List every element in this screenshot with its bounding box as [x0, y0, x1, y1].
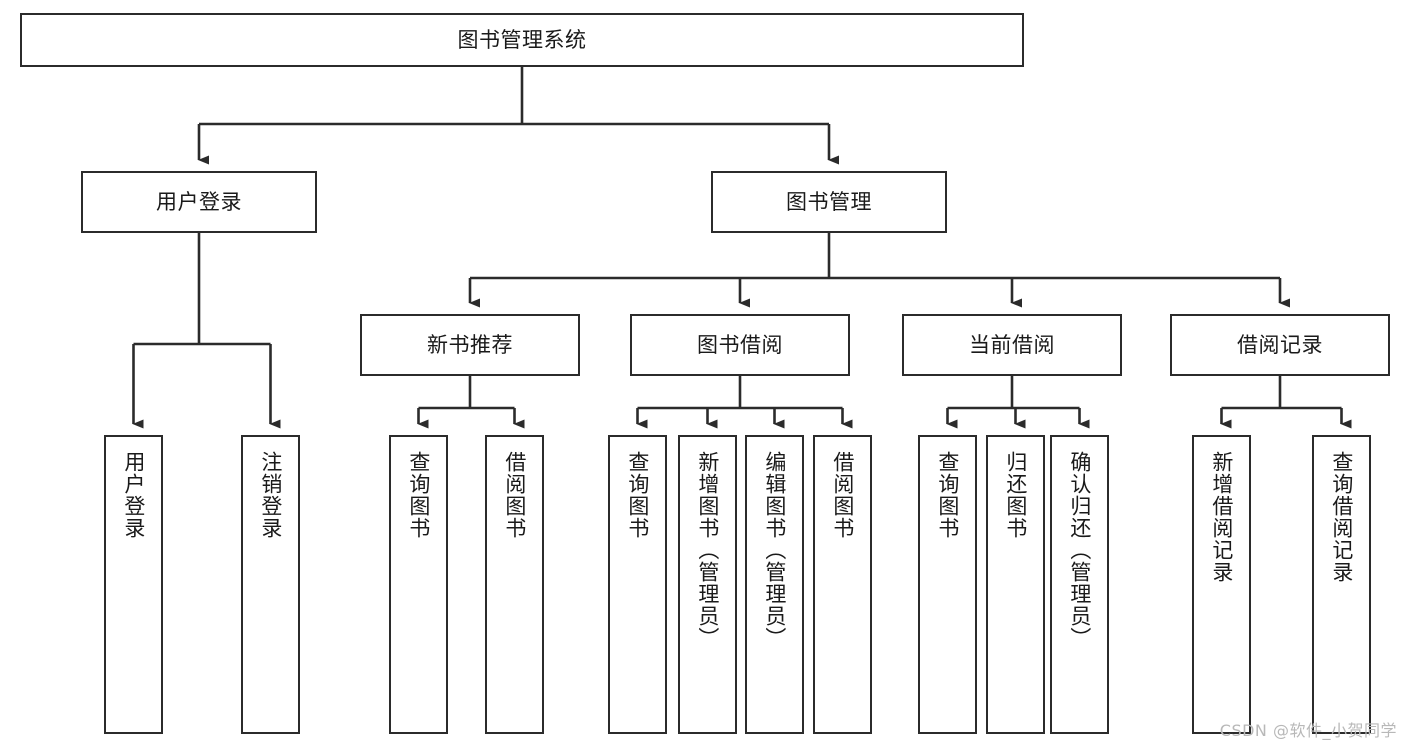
- node-root-label: 图书管理系统: [457, 27, 587, 52]
- node-leaf-user-login[interactable]: 用户登录: [104, 435, 163, 734]
- node-new-book-recommendation-label: 新书推荐: [427, 332, 513, 357]
- node-leaf-logout[interactable]: 注销登录: [241, 435, 300, 734]
- node-leaf-query-book-2-label: 查询图书: [625, 451, 650, 539]
- node-leaf-add-record-label: 新增借阅记录: [1209, 451, 1234, 583]
- node-root[interactable]: 图书管理系统: [20, 13, 1024, 67]
- node-leaf-logout-label: 注销登录: [258, 451, 283, 539]
- node-book-borrowing-label: 图书借阅: [697, 332, 783, 357]
- node-leaf-add-record[interactable]: 新增借阅记录: [1192, 435, 1251, 734]
- node-book-borrowing[interactable]: 图书借阅: [630, 314, 850, 376]
- node-leaf-confirm-return[interactable]: 确认归还（管理员）: [1050, 435, 1109, 734]
- node-borrowing-record[interactable]: 借阅记录: [1170, 314, 1390, 376]
- node-leaf-confirm-return-label: 确认归还（管理员）: [1067, 451, 1092, 649]
- node-leaf-add-book[interactable]: 新增图书（管理员）: [678, 435, 737, 734]
- node-user-login-label: 用户登录: [156, 189, 242, 214]
- node-leaf-return-book[interactable]: 归还图书: [986, 435, 1045, 734]
- node-current-borrowing-label: 当前借阅: [969, 332, 1055, 357]
- node-leaf-query-book-2[interactable]: 查询图书: [608, 435, 667, 734]
- node-current-borrowing[interactable]: 当前借阅: [902, 314, 1122, 376]
- node-leaf-query-book-3-label: 查询图书: [935, 451, 960, 539]
- node-new-book-recommendation[interactable]: 新书推荐: [360, 314, 580, 376]
- node-user-login[interactable]: 用户登录: [81, 171, 317, 233]
- node-leaf-borrow-book-1[interactable]: 借阅图书: [485, 435, 544, 734]
- node-leaf-edit-book[interactable]: 编辑图书（管理员）: [745, 435, 804, 734]
- node-leaf-query-record[interactable]: 查询借阅记录: [1312, 435, 1371, 734]
- node-leaf-query-book-1[interactable]: 查询图书: [389, 435, 448, 734]
- edges: [132, 67, 1352, 429]
- node-leaf-query-book-1-label: 查询图书: [406, 451, 431, 539]
- node-leaf-return-book-label: 归还图书: [1003, 451, 1028, 539]
- node-book-management[interactable]: 图书管理: [711, 171, 947, 233]
- node-leaf-borrow-book-2-label: 借阅图书: [830, 451, 855, 539]
- node-borrowing-record-label: 借阅记录: [1237, 332, 1323, 357]
- node-leaf-add-book-label: 新增图书（管理员）: [695, 451, 720, 649]
- node-leaf-user-login-label: 用户登录: [121, 451, 146, 539]
- node-book-management-label: 图书管理: [786, 189, 872, 214]
- node-leaf-borrow-book-1-label: 借阅图书: [502, 451, 527, 539]
- node-leaf-borrow-book-2[interactable]: 借阅图书: [813, 435, 872, 734]
- node-leaf-query-book-3[interactable]: 查询图书: [918, 435, 977, 734]
- node-leaf-query-record-label: 查询借阅记录: [1329, 451, 1354, 583]
- node-leaf-edit-book-label: 编辑图书（管理员）: [762, 451, 787, 649]
